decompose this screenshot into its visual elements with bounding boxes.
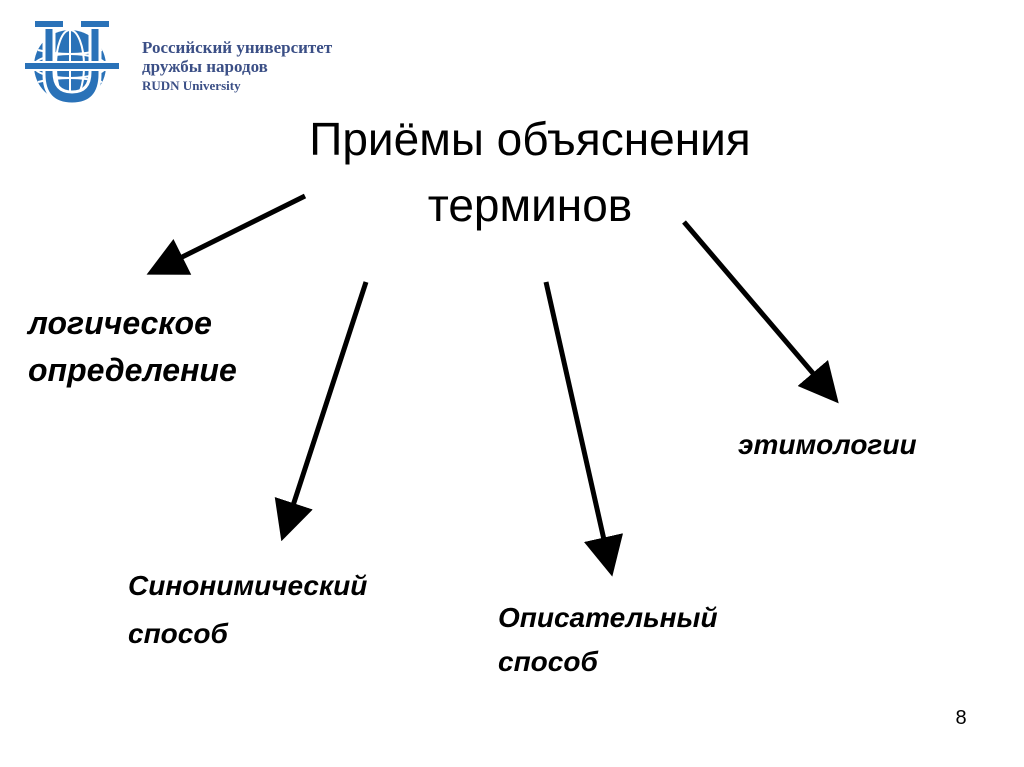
arrow-to-descriptive <box>543 281 624 577</box>
logo-name-english: RUDN University <box>142 78 241 93</box>
term-descriptive-line1: Описательный <box>498 602 718 633</box>
title-line2: терминов <box>427 179 633 231</box>
term-synonymic-line2: способ <box>128 618 228 649</box>
logo-name-line1: Российский университет <box>142 38 333 57</box>
title-line1: Приёмы объяснения <box>309 113 751 165</box>
page-number: 8 <box>955 707 967 729</box>
term-descriptive-line2: способ <box>498 646 598 677</box>
term-logical-line1: логическое <box>28 305 212 341</box>
arrow-to-etymology <box>682 220 839 404</box>
slide-title: Приёмы объяснения терминов <box>160 106 900 238</box>
term-descriptive-method: Описательный способ <box>498 596 718 684</box>
term-synonymic-line1: Синонимический <box>128 570 368 601</box>
term-etymology-line1: этимологии <box>738 429 917 460</box>
term-logical-line2: определение <box>28 352 237 388</box>
university-logo: Российский университет дружбы народов RU… <box>20 18 380 108</box>
term-synonymic-method: Синонимический способ <box>128 562 367 658</box>
term-etymology: этимологии <box>738 427 917 463</box>
term-logical-definition: логическое определение <box>28 300 237 394</box>
rudn-emblem-icon <box>23 19 121 106</box>
logo-name-line2: дружбы народов <box>142 57 268 76</box>
arrow-to-synonymic <box>274 281 369 542</box>
logo-text: Российский университет дружбы народов RU… <box>142 38 332 95</box>
